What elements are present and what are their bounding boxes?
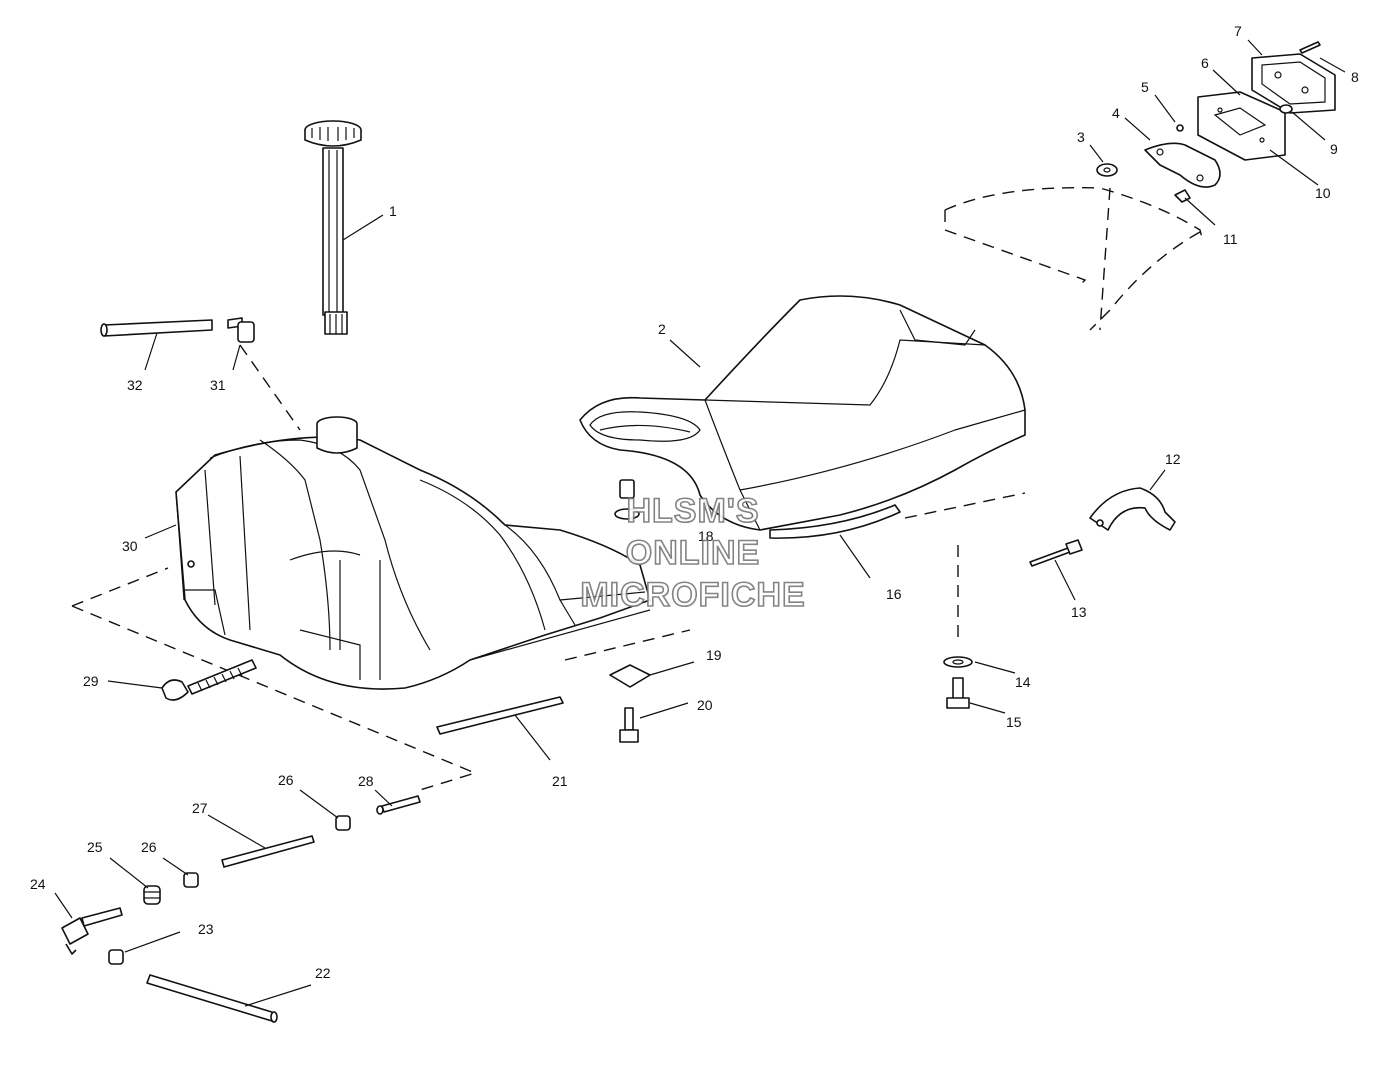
seat-part[interactable] [579, 295, 1026, 531]
callout-10: 10 [1315, 185, 1331, 201]
callout-30: 30 [122, 538, 138, 554]
watermark-line-3: MICROFICHE [580, 576, 805, 614]
callout-28: 28 [358, 773, 374, 789]
plug-part-b[interactable] [183, 872, 199, 888]
callout-29: 29 [83, 673, 99, 689]
screw-part[interactable] [1176, 124, 1184, 132]
callout-22: 22 [315, 965, 331, 981]
watermark-line-2: ONLINE [626, 534, 760, 572]
callout-27: 27 [192, 800, 208, 816]
clip-part[interactable] [1279, 104, 1293, 114]
callout-23: 23 [198, 921, 214, 937]
callout-12: 12 [1165, 451, 1181, 467]
callout-4: 4 [1112, 105, 1120, 121]
callout-2: 2 [658, 321, 666, 337]
callout-26a: 26 [141, 839, 157, 855]
pad-part[interactable] [609, 664, 651, 688]
callout-18: 18 [698, 528, 714, 544]
light-screw-part[interactable] [1299, 41, 1321, 54]
callout-13: 13 [1071, 604, 1087, 620]
callout-1: 1 [389, 203, 397, 219]
pin-part[interactable] [376, 795, 421, 815]
callout-14: 14 [1015, 674, 1031, 690]
fitting-part[interactable] [143, 885, 161, 905]
callout-15: 15 [1006, 714, 1022, 730]
leader-lines [54, 39, 1346, 1007]
bolt-part[interactable] [619, 707, 639, 743]
callout-5: 5 [1141, 79, 1149, 95]
rivet-part[interactable] [1029, 539, 1083, 567]
vent-tube-part[interactable] [100, 319, 213, 337]
plug-part-a[interactable] [335, 815, 351, 831]
watermark-line-1: HLSM'S [626, 492, 759, 530]
callout-25: 25 [87, 839, 103, 855]
callout-7: 7 [1234, 23, 1242, 39]
fuel-tank-part[interactable] [175, 416, 651, 690]
callout-26b: 26 [278, 772, 294, 788]
nut-part[interactable] [614, 479, 640, 520]
shutoff-valve-part[interactable] [61, 907, 123, 955]
callout-11: 11 [1223, 231, 1238, 247]
callout-9: 9 [1330, 141, 1338, 157]
vent-fitting-part[interactable] [227, 317, 255, 343]
fuel-line-part[interactable] [221, 835, 315, 868]
fuel-sender-part[interactable] [304, 120, 362, 335]
callout-21: 21 [552, 773, 568, 789]
drain-tube-part[interactable] [146, 974, 278, 1023]
plug-part-c[interactable] [108, 949, 124, 965]
callout-8: 8 [1351, 69, 1359, 85]
grommet-part[interactable] [1096, 163, 1118, 177]
callout-labels: 1 2 3 4 5 6 7 8 9 10 11 12 13 14 15 16 1… [30, 23, 1359, 981]
callout-19: 19 [706, 647, 722, 663]
seat-bolt-part[interactable] [946, 677, 970, 709]
seat-trim-part[interactable] [769, 504, 901, 539]
foam-strip-part[interactable] [436, 696, 564, 735]
mount-plate-part[interactable] [1144, 142, 1221, 188]
watermark: HLSM'S ONLINE MICROFICHE [580, 491, 806, 615]
tail-light-lens-part[interactable] [1197, 91, 1286, 161]
hose-clamp-part[interactable] [161, 659, 257, 701]
washer-part[interactable] [943, 656, 973, 668]
callout-6: 6 [1201, 55, 1209, 71]
callout-24: 24 [30, 876, 46, 892]
callout-32: 32 [127, 377, 143, 393]
callout-20: 20 [697, 697, 713, 713]
grab-bar-outline [944, 187, 1204, 331]
callout-3: 3 [1077, 129, 1085, 145]
callout-31: 31 [210, 377, 226, 393]
callout-16: 16 [886, 586, 902, 602]
tail-light-part[interactable] [1251, 53, 1336, 114]
seat-bracket-part[interactable] [1089, 487, 1176, 531]
